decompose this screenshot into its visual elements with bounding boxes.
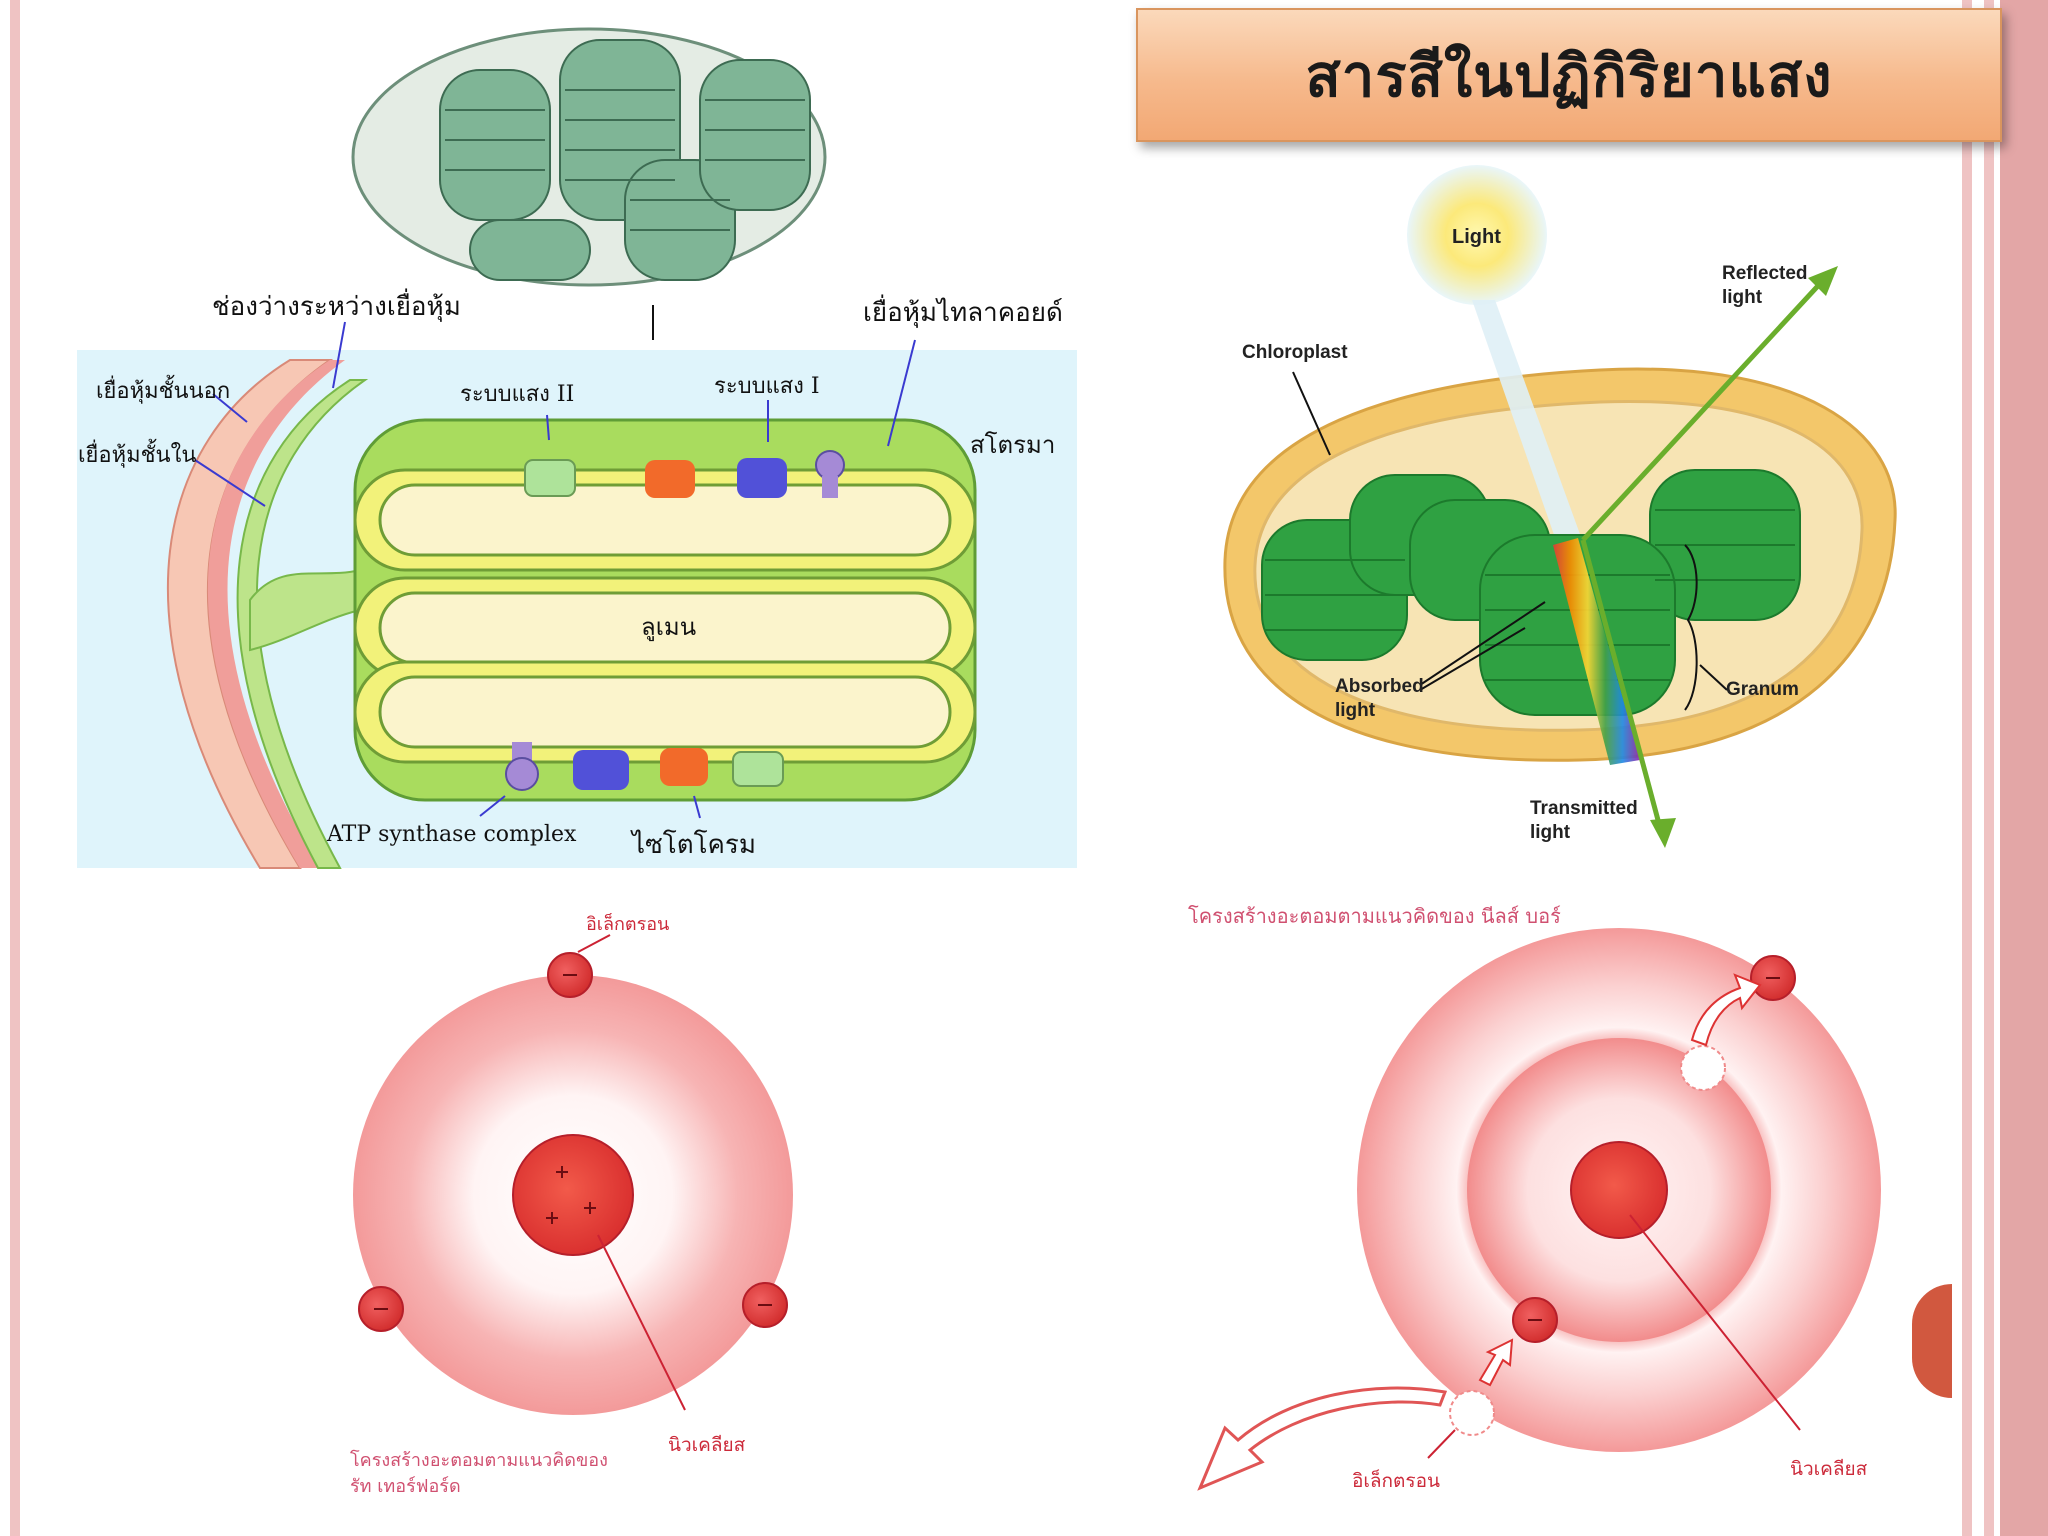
bohr-label-nucleus: นิวเคลียส — [1790, 1458, 1868, 1480]
label-atp-synthase: ATP synthase complex — [327, 822, 577, 847]
slide-frame-right-band — [2000, 0, 2048, 1536]
photosystem-2-protein-bottom — [732, 751, 784, 787]
label-chloroplast: Chloroplast — [1242, 342, 1348, 363]
rutherford-caption: โครงสร้างอะตอมตามแนวคิดของ รัท เทอร์ฟอร์… — [350, 1450, 608, 1497]
bohr-emission-arrow — [1197, 1386, 1448, 1491]
photosystem-1-protein — [737, 458, 787, 498]
label-transmitted-light: Transmitted light — [1530, 798, 1638, 843]
rutherford-label-nucleus: นิวเคลียส — [668, 1434, 746, 1456]
atp-synthase-protein-top — [815, 450, 845, 498]
cytochrome-protein-top — [645, 460, 695, 498]
bohr-jump-arrow-up — [1690, 973, 1762, 1047]
label-light: Light — [1452, 226, 1501, 248]
cytochrome-protein-bottom — [660, 748, 708, 786]
envelope-membranes — [166, 359, 369, 869]
title-banner: สารสีในปฏิกิริยาแสง — [1136, 8, 2002, 142]
label-outer-membrane: เยื่อหุ้มชั้นนอก — [96, 379, 231, 404]
slide-frame-right-inner — [1984, 0, 1994, 1536]
rutherford-atom-diagram — [353, 934, 793, 1415]
atp-synthase-protein-bottom — [505, 742, 539, 791]
chloroplast-diagram — [1223, 165, 1897, 848]
label-intermembrane-space: ช่องว่างระหว่างเยื่อหุ้ม — [212, 292, 461, 322]
label-absorbed-light: Absorbed light — [1335, 676, 1424, 721]
bohr-caption: โครงสร้างอะตอมตามแนวคิดของ นีลส์ บอร์ — [1188, 904, 1561, 928]
bohr-jump-arrow-inner — [1478, 1338, 1514, 1387]
slide-frame-left — [10, 0, 20, 1536]
label-photosystem-2: ระบบแสง II — [460, 382, 575, 407]
slide-frame-right — [1962, 0, 1972, 1536]
label-reflected-light: Reflected light — [1722, 263, 1808, 308]
label-photosystem-1: ระบบแสง I — [714, 374, 820, 399]
label-granum: Granum — [1726, 679, 1799, 700]
sun-icon — [1407, 165, 1547, 305]
photosystem-1-protein-bottom — [573, 750, 629, 790]
label-cytochrome: ไซโตโครม — [632, 830, 757, 860]
thylakoid-arrows — [194, 321, 916, 819]
thylakoid-stack — [353, 418, 977, 802]
label-stroma: สโตรมา — [970, 431, 1056, 459]
bohr-label-electron: อิเล็กตรอน — [1352, 1470, 1440, 1492]
rutherford-label-electron: อิเล็กตรอน — [586, 914, 670, 935]
label-thylakoid-membrane: เยื่อหุ้มไทลาคอยด์ — [863, 298, 1063, 328]
bohr-atom-diagram — [1197, 928, 1881, 1491]
label-inner-membrane: เยื่อหุ้มชั้นใน — [78, 443, 197, 468]
grana-inset — [351, 27, 827, 287]
bohr-nucleus — [1570, 1141, 1668, 1239]
page-tab — [1912, 1284, 1952, 1398]
thylakoid-diagram — [77, 27, 1077, 869]
rutherford-nucleus — [512, 1134, 634, 1256]
label-lumen: ลูเมน — [641, 613, 697, 641]
photosystem-2-protein — [524, 459, 576, 497]
slide-title: สารสีในปฏิกิริยาแสง — [1305, 41, 1833, 110]
